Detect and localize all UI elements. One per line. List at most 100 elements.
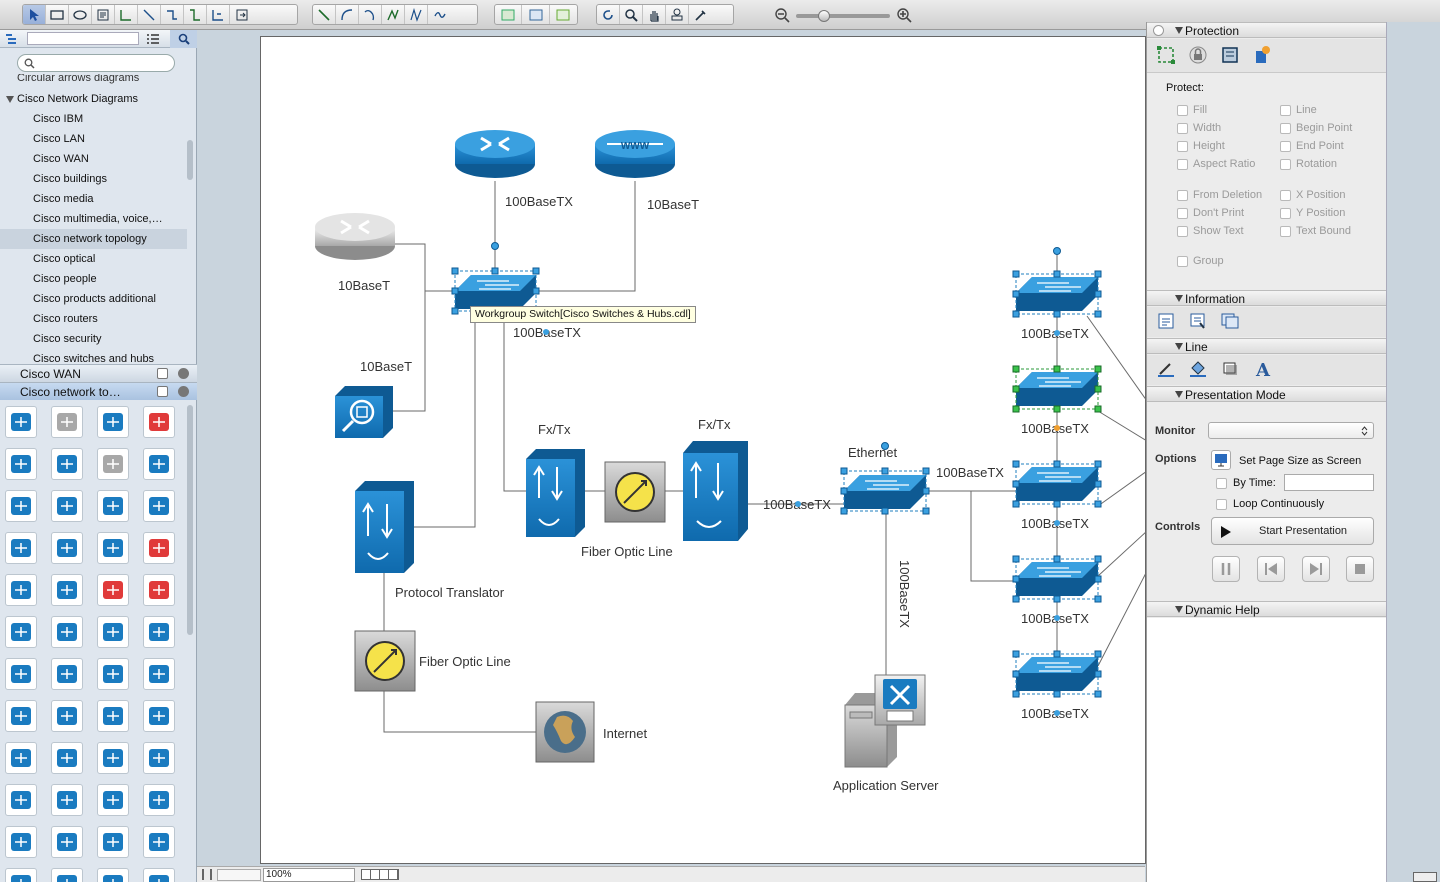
stencil-shape-icon[interactable] xyxy=(97,700,129,732)
selection-handle[interactable] xyxy=(1094,290,1102,298)
selection-handle[interactable] xyxy=(1053,595,1061,603)
protect-y-position-checkbox[interactable] xyxy=(1280,208,1291,219)
stencil-shape-icon[interactable] xyxy=(5,490,37,522)
chain-connector-icon[interactable] xyxy=(207,5,230,24)
freehand-tool-icon[interactable] xyxy=(428,5,451,24)
stencil-shape-icon[interactable] xyxy=(51,532,83,564)
text-box-tool-icon[interactable] xyxy=(92,5,115,24)
selection-handle[interactable] xyxy=(1094,405,1102,413)
selection-handle[interactable] xyxy=(1012,460,1020,468)
stencil-shape-icon[interactable] xyxy=(143,700,175,732)
stencil-shape-icon[interactable] xyxy=(51,784,83,816)
protect-don-t-print-checkbox[interactable] xyxy=(1177,208,1188,219)
selection-handle[interactable] xyxy=(1012,650,1020,658)
protect-text-bound-checkbox[interactable] xyxy=(1280,226,1291,237)
stencil-save-icon[interactable] xyxy=(157,368,168,379)
stencil-shape-icon[interactable] xyxy=(51,616,83,648)
expand-triangle-icon[interactable] xyxy=(6,96,14,103)
previous-button[interactable] xyxy=(1257,556,1285,582)
protect-end-point-checkbox[interactable] xyxy=(1280,141,1291,152)
search-icon[interactable] xyxy=(170,30,197,48)
stamp-icon[interactable] xyxy=(666,5,689,24)
stencil-shape-icon[interactable] xyxy=(143,532,175,564)
rotate-icon[interactable] xyxy=(597,5,620,24)
selection-handle[interactable] xyxy=(1094,690,1102,698)
loop-checkbox[interactable] xyxy=(1216,499,1227,510)
protect-begin-point-checkbox[interactable] xyxy=(1280,123,1291,134)
stencil-shape-icon[interactable] xyxy=(97,574,129,606)
selection-handle[interactable] xyxy=(1053,690,1061,698)
selection-handle[interactable] xyxy=(1094,595,1102,603)
stencil-shape-icon[interactable] xyxy=(51,826,83,858)
selection-handle[interactable] xyxy=(1053,405,1061,413)
stencil-shape-icon[interactable] xyxy=(5,784,37,816)
zoom-level-field[interactable]: 100% xyxy=(263,868,355,882)
page-thumbnails-icon[interactable] xyxy=(361,869,399,880)
sidebar-item-cisco-wan[interactable]: Cisco WAN xyxy=(33,153,89,165)
stencil-shape-icon[interactable] xyxy=(5,868,37,882)
start-presentation-button[interactable]: Start Presentation xyxy=(1211,517,1374,545)
connection-point[interactable] xyxy=(1054,425,1060,431)
stencil-shape-icon[interactable] xyxy=(97,784,129,816)
zoom-slider[interactable] xyxy=(796,14,890,18)
rotation-handle[interactable] xyxy=(881,442,889,450)
connection-point[interactable] xyxy=(543,329,549,335)
stop-button[interactable] xyxy=(1346,556,1374,582)
protect-group-checkbox[interactable] xyxy=(1177,256,1188,267)
connection-point[interactable] xyxy=(1054,615,1060,621)
stencil-shape-icon[interactable] xyxy=(51,868,83,882)
selection-handle[interactable] xyxy=(1053,460,1061,468)
sidebar-item-cisco-optical[interactable]: Cisco optical xyxy=(33,253,96,265)
line-tool-icon[interactable] xyxy=(313,5,336,24)
presentation-section-header[interactable]: Presentation Mode xyxy=(1147,386,1387,402)
stencil-shape-icon[interactable] xyxy=(143,784,175,816)
stencil-shape-icon[interactable] xyxy=(5,658,37,690)
stencil-shape-icon[interactable] xyxy=(5,448,37,480)
sidebar-item-cisco-multimedia-voice[interactable]: Cisco multimedia, voice,… xyxy=(33,213,163,225)
selection-handle[interactable] xyxy=(1012,480,1020,488)
polyline-tool-icon[interactable] xyxy=(382,5,405,24)
stencil-shape-icon[interactable] xyxy=(5,574,37,606)
resize-grip-icon[interactable] xyxy=(1413,872,1437,882)
library-field[interactable] xyxy=(27,32,139,45)
selection-handle[interactable] xyxy=(1094,575,1102,583)
zoom-out-icon[interactable] xyxy=(775,8,791,27)
connection-point[interactable] xyxy=(1054,710,1060,716)
page-nav[interactable] xyxy=(217,869,261,881)
insert-object-icon[interactable] xyxy=(230,5,253,24)
tree-view-icon[interactable] xyxy=(5,33,21,48)
stencil-shape-icon[interactable] xyxy=(97,406,129,438)
protect-fill-checkbox[interactable] xyxy=(1177,105,1188,116)
protect-line-checkbox[interactable] xyxy=(1280,105,1291,116)
selection-handle[interactable] xyxy=(1094,270,1102,278)
stencil-shape-icon[interactable] xyxy=(5,742,37,774)
selection-handle[interactable] xyxy=(1012,555,1020,563)
stencil-save-icon[interactable] xyxy=(157,386,168,397)
internet-globe-icon[interactable] xyxy=(535,701,595,763)
stencil-shape-icon[interactable] xyxy=(51,406,83,438)
stencil-shape-icon[interactable] xyxy=(143,406,175,438)
arc-tool-icon[interactable] xyxy=(336,5,359,24)
sidebar-item-cisco-network-topology[interactable]: Cisco network topology xyxy=(0,229,187,249)
selection-handle[interactable] xyxy=(1053,310,1061,318)
select-protect-icon[interactable] xyxy=(1153,43,1179,67)
selection-handle[interactable] xyxy=(1094,365,1102,373)
sidebar-item-cisco-routers[interactable]: Cisco routers xyxy=(33,313,98,325)
by-time-checkbox[interactable] xyxy=(1216,478,1227,489)
selection-handle[interactable] xyxy=(1053,650,1061,658)
switch-icon[interactable] xyxy=(1016,372,1098,406)
selection-handle[interactable] xyxy=(1094,670,1102,678)
line-color-icon[interactable] xyxy=(1153,357,1179,381)
stencil-header-cisco-wan[interactable]: Cisco WAN xyxy=(0,364,197,382)
stencil-shape-icon[interactable] xyxy=(143,868,175,882)
selection-handle[interactable] xyxy=(1094,480,1102,488)
stencil-shape-icon[interactable] xyxy=(143,574,175,606)
shadow-icon[interactable] xyxy=(1217,357,1243,381)
stencil-close-icon[interactable] xyxy=(178,368,189,379)
stencil-shape-icon[interactable] xyxy=(51,700,83,732)
directory-server-icon[interactable] xyxy=(335,386,393,438)
eyedropper-icon[interactable] xyxy=(689,5,712,24)
stencil-shape-icon[interactable] xyxy=(143,490,175,522)
stencil-shape-icon[interactable] xyxy=(51,742,83,774)
switch-icon[interactable] xyxy=(1016,277,1098,311)
